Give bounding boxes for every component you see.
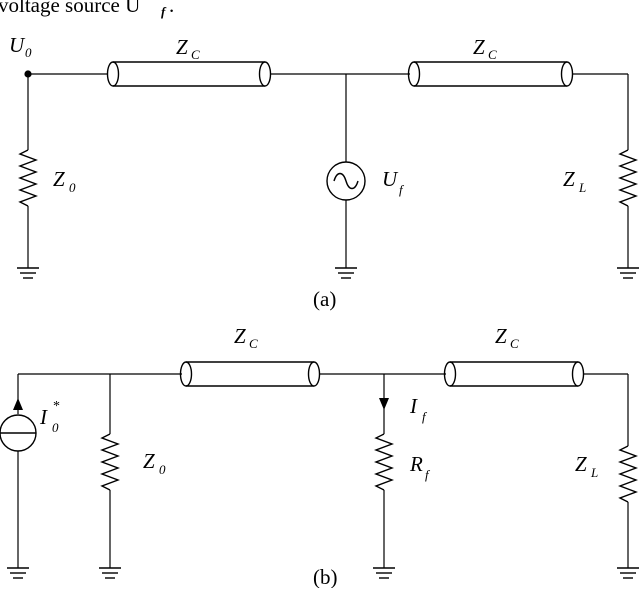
current-source-icon xyxy=(0,414,37,452)
z0-a-label: Z xyxy=(53,167,65,191)
line-b1-label: Z xyxy=(234,324,246,348)
current-src-sub: 0 xyxy=(52,420,59,435)
transmission-line-a2 xyxy=(407,61,574,87)
z0-a-sub: 0 xyxy=(69,180,76,195)
circuit-b: I 0 * Z 0 Z C I xyxy=(0,324,639,589)
ground-a-middle xyxy=(335,267,357,279)
current-arrow-icon xyxy=(13,398,23,410)
line-b2-sub: C xyxy=(510,336,519,351)
header-tail: . xyxy=(169,0,174,17)
ground-b-fault xyxy=(373,567,395,579)
line-a1-label: Z xyxy=(176,35,188,59)
resistor-z0-b xyxy=(100,433,120,491)
fault-res-label: R xyxy=(409,452,423,476)
node-u0-sub: 0 xyxy=(25,45,32,60)
line-a2-label: Z xyxy=(473,35,485,59)
source-uf-label: U xyxy=(382,167,399,191)
circuit-a: U 0 Z C Z C Z 0 xyxy=(9,33,639,311)
transmission-line-a1 xyxy=(106,61,272,87)
fault-current-sub: f xyxy=(422,409,428,424)
resistor-rf xyxy=(374,433,394,491)
transmission-line-b1 xyxy=(179,361,321,387)
ground-a-right xyxy=(617,267,639,279)
z0-b-label: Z xyxy=(143,449,155,473)
ground-b-source xyxy=(7,567,29,579)
header-subscript: f xyxy=(161,4,167,19)
line-a1-sub: C xyxy=(191,47,200,62)
resistor-zl-a xyxy=(618,149,638,207)
ground-a-left xyxy=(17,267,39,279)
zl-a-label: Z xyxy=(563,167,575,191)
current-src-sup: * xyxy=(53,399,60,414)
ground-b-zl xyxy=(617,567,639,579)
voltage-source-icon xyxy=(326,161,366,201)
line-b2-label: Z xyxy=(495,324,507,348)
zl-a-sub: L xyxy=(578,180,586,195)
header-caption: voltage source U f . xyxy=(0,0,174,19)
ground-b-z0 xyxy=(99,567,121,579)
line-b1-sub: C xyxy=(249,336,258,351)
node-u0-label: U xyxy=(9,33,26,57)
transmission-line-b2 xyxy=(443,361,585,387)
header-text: voltage source U xyxy=(0,0,140,17)
zl-b-label: Z xyxy=(575,452,587,476)
source-uf-sub: f xyxy=(399,182,405,197)
z0-b-sub: 0 xyxy=(159,462,166,477)
fault-current-arrow-icon xyxy=(379,398,389,410)
resistor-z0-a xyxy=(18,149,38,207)
fault-current-label: I xyxy=(409,394,418,418)
line-a2-sub: C xyxy=(488,47,497,62)
resistor-zl-b xyxy=(618,445,638,503)
caption-a: (a) xyxy=(313,287,336,311)
fault-res-sub: f xyxy=(425,467,431,482)
caption-b: (b) xyxy=(313,565,338,588)
current-src-label: I xyxy=(39,405,48,429)
zl-b-sub: L xyxy=(590,465,598,480)
